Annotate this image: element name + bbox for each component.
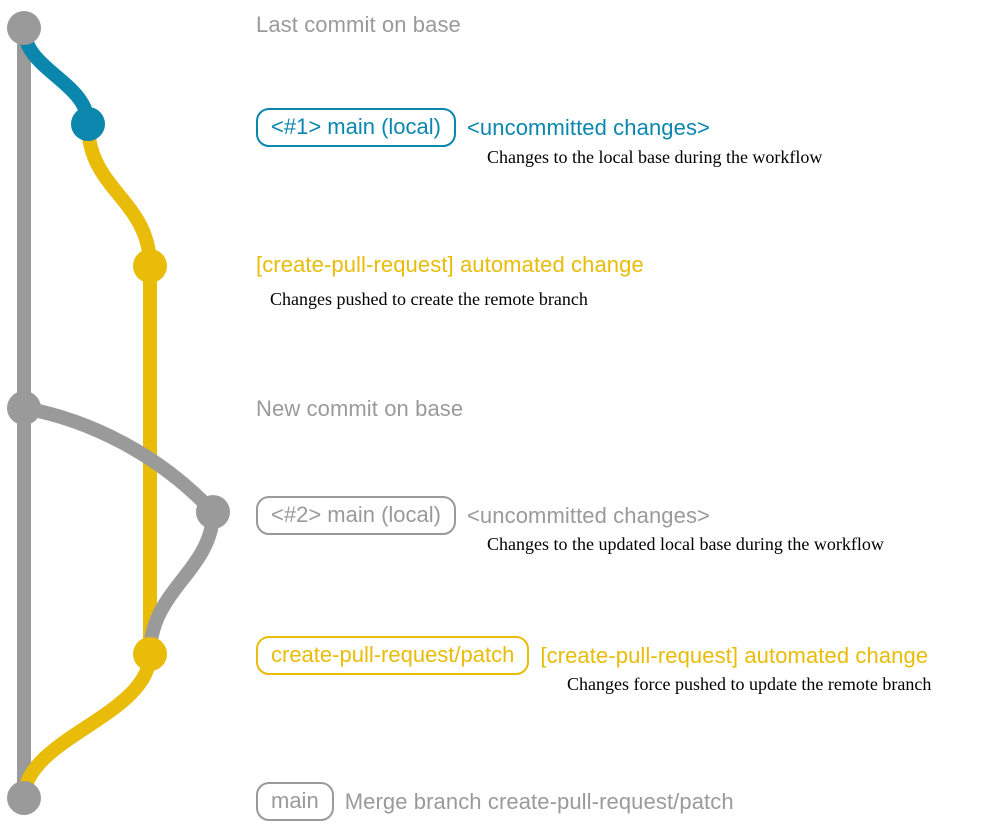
subtext-automated-change-1: Changes pushed to create the remote bran… (270, 289, 588, 309)
subtext-local-changes-2: Changes to the updated local base during… (487, 534, 884, 554)
headline-merge-branch: Merge branch create-pull-request/patch (344, 788, 734, 814)
node-local-uncommitted-1 (71, 107, 105, 141)
row-local-changes-2: <#2> main (local) <uncommitted changes> (256, 496, 710, 535)
edge-base-to-local-2 (17, 401, 220, 519)
headline-uncommitted-changes-2: <uncommitted changes> (466, 502, 711, 528)
node-patch-automated-1 (133, 249, 167, 283)
node-base-merge (7, 781, 41, 815)
branch-badge-create-pull-request-patch[interactable]: create-pull-request/patch (256, 636, 530, 675)
edge-patch-2-to-merge (17, 647, 157, 805)
row-automated-change-2: create-pull-request/patch [create-pull-re… (256, 636, 928, 675)
headline-new-commit-on-base: New commit on base (256, 396, 464, 421)
edge-local-2-to-patch-2 (143, 505, 220, 661)
headline-automated-change-2: [create-pull-request] automated change (540, 642, 929, 668)
branch-badge-main-local-1[interactable]: <#1> main (local) (256, 108, 456, 147)
row-new-commit-on-base: New commit on base (256, 396, 463, 422)
branch-badge-main[interactable]: main (256, 782, 334, 821)
node-base-new-commit (7, 391, 41, 425)
commit-nodes (7, 11, 230, 815)
row-last-commit-on-base: Last commit on base (256, 12, 461, 38)
branch-badge-main-local-2[interactable]: <#2> main (local) (256, 496, 456, 535)
node-patch-automated-2 (133, 637, 167, 671)
headline-uncommitted-changes-1: <uncommitted changes> (466, 114, 711, 140)
subtext-automated-change-2: Changes force pushed to update the remot… (567, 674, 932, 694)
row-local-changes-1: <#1> main (local) <uncommitted changes> (256, 108, 710, 147)
node-local-uncommitted-2 (196, 495, 230, 529)
edge-local-to-patch-1 (81, 117, 157, 273)
subtext-local-changes-1: Changes to the local base during the wor… (487, 147, 823, 167)
row-merge-branch: main Merge branch create-pull-request/pat… (256, 782, 734, 821)
headline-automated-change-1: [create-pull-request] automated change (256, 252, 644, 277)
row-automated-change-1: [create-pull-request] automated change (256, 252, 644, 278)
node-base-last-commit (7, 11, 41, 45)
headline-last-commit-on-base: Last commit on base (256, 12, 461, 37)
